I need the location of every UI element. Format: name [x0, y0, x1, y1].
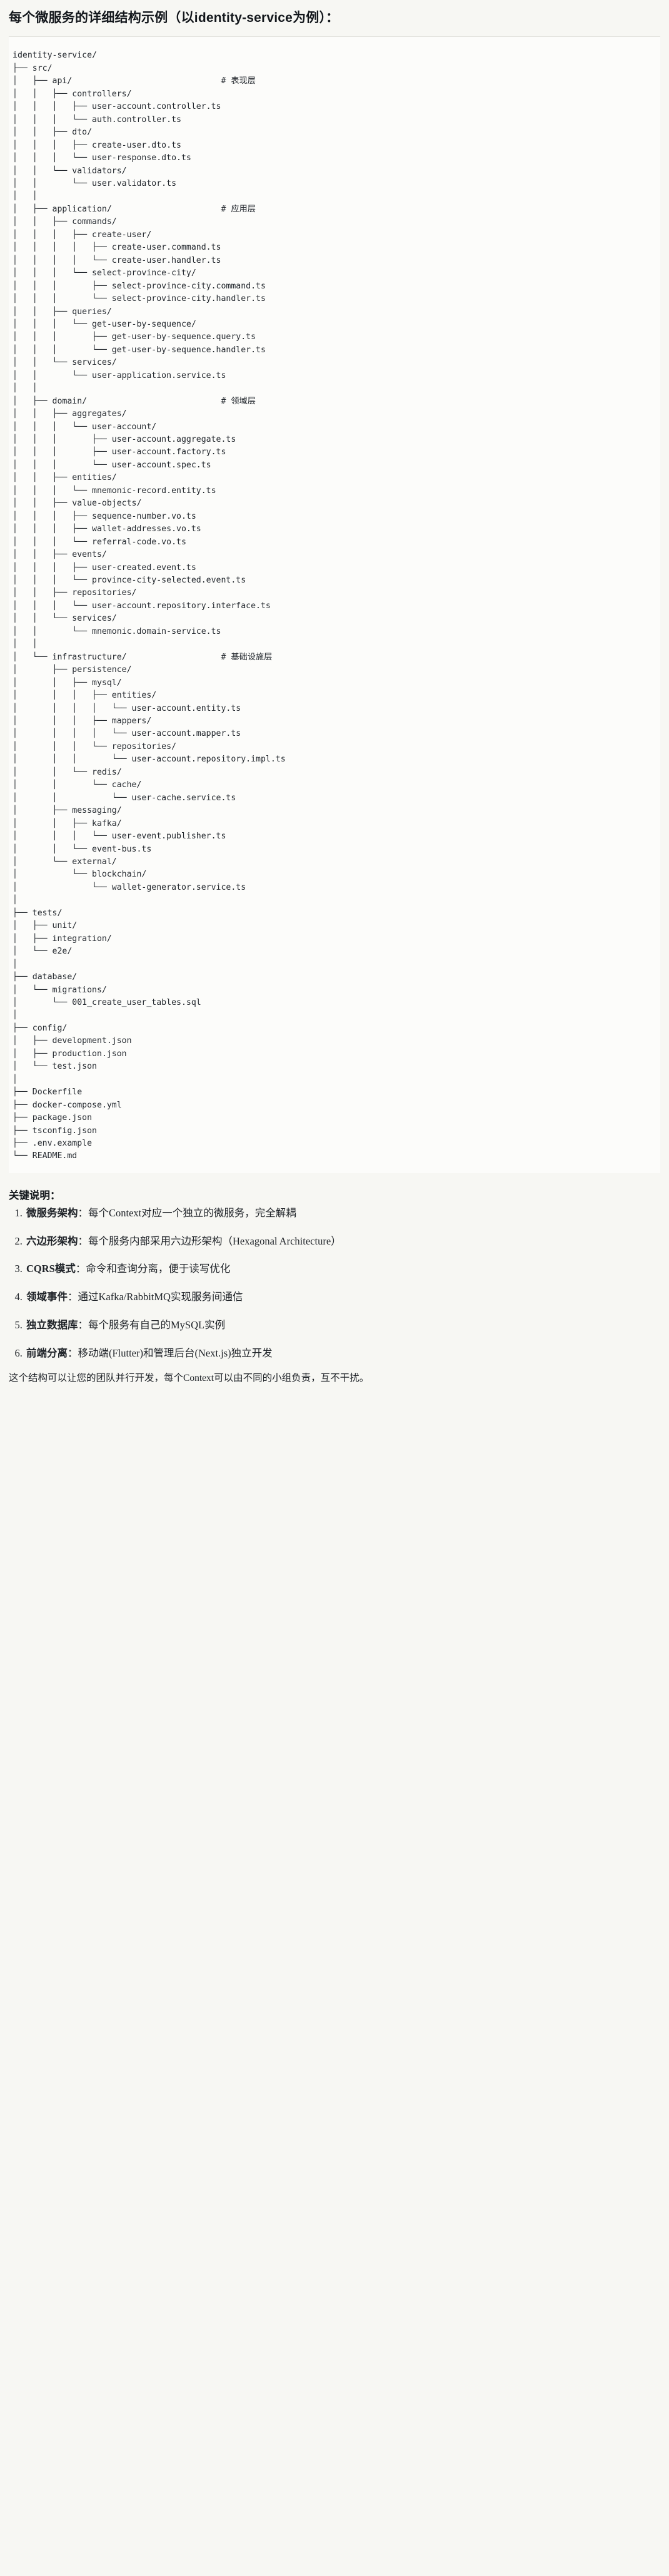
list-item: 独立数据库：每个服务有自己的MySQL实例: [25, 1318, 660, 1333]
title-divider: [9, 36, 660, 38]
key-point-term: 微服务架构: [26, 1206, 78, 1219]
code-block: identity-service/ ├── src/ │ ├── api/ # …: [9, 37, 660, 1173]
key-point-desc: ：每个服务有自己的MySQL实例: [78, 1318, 226, 1331]
closing-paragraph: 这个结构可以让您的团队并行开发，每个Context可以由不同的小组负责，互不干扰…: [9, 1373, 370, 1384]
list-item: 微服务架构：每个Context对应一个独立的微服务，完全解耦: [25, 1206, 660, 1221]
key-point-desc: ：移动端(Flutter)和管理后台(Next.js)独立开发: [68, 1347, 273, 1359]
key-point-desc: ：命令和查询分离，便于读写优化: [75, 1263, 231, 1275]
key-point-term: CQRS模式: [26, 1263, 76, 1275]
list-item: 领域事件：通过Kafka/RabbitMQ实现服务间通信: [25, 1290, 660, 1305]
list-item: 前端分离：移动端(Flutter)和管理后台(Next.js)独立开发: [25, 1346, 660, 1362]
key-points-list: 微服务架构：每个Context对应一个独立的微服务，完全解耦 六边形架构：每个服…: [9, 1206, 660, 1362]
key-point-desc: ：每个Context对应一个独立的微服务，完全解耦: [78, 1206, 296, 1219]
key-point-desc: ：通过Kafka/RabbitMQ实现服务间通信: [68, 1291, 243, 1303]
key-point-desc: ：每个服务内部采用六边形架构（Hexagonal Architecture）: [78, 1235, 341, 1247]
key-point-term: 前端分离: [26, 1347, 68, 1359]
list-item: CQRS模式：命令和查询分离，便于读写优化: [25, 1261, 660, 1277]
page-root: 每个微服务的详细结构示例（以identity-service为例）： ident…: [0, 0, 669, 1398]
list-item: 六边形架构：每个服务内部采用六边形架构（Hexagonal Architectu…: [25, 1234, 660, 1250]
key-point-term: 独立数据库: [26, 1318, 78, 1331]
directory-tree: identity-service/ ├── src/ │ ├── api/ # …: [13, 51, 286, 1161]
page-title: 每个微服务的详细结构示例（以identity-service为例）：: [9, 11, 340, 25]
key-point-term: 领域事件: [26, 1291, 68, 1303]
key-points-title: 关键说明：: [9, 1189, 61, 1201]
key-point-term: 六边形架构: [26, 1235, 78, 1247]
